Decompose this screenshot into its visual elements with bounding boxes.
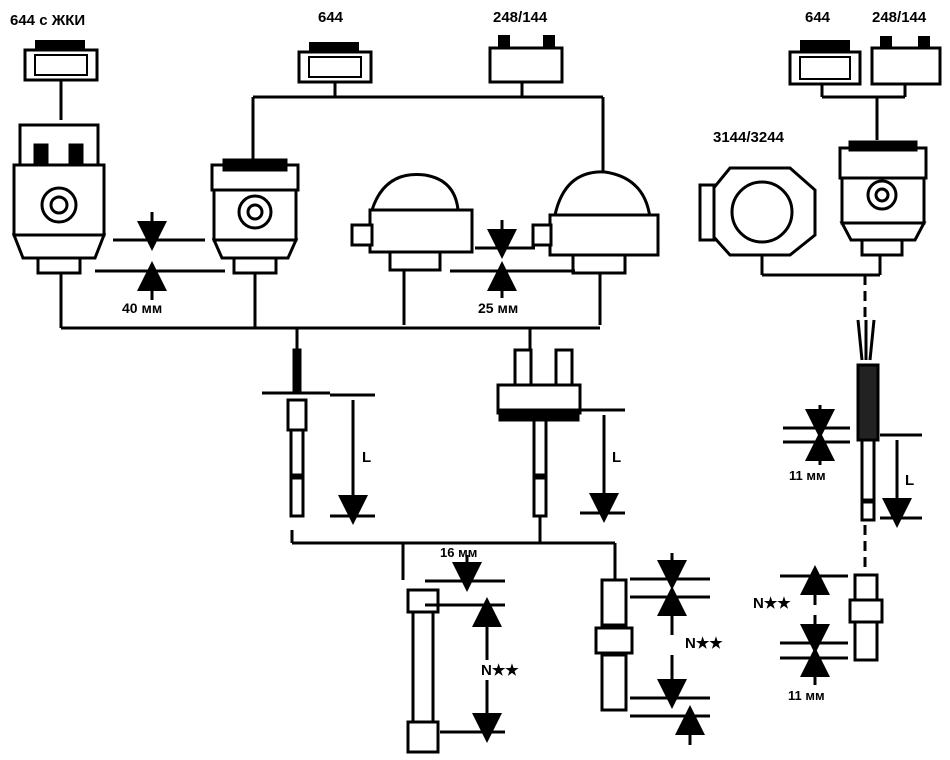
label-16mm: 16 мм — [440, 545, 477, 560]
sensor-probe-left — [262, 348, 330, 518]
dimension-11mm-top — [783, 405, 850, 465]
label-L-right: L — [905, 472, 914, 489]
housing-644 — [210, 158, 300, 275]
heads-bottom-bus — [59, 273, 600, 350]
transmitter-module-248-144 — [488, 35, 564, 97]
housing-3144-3244 — [698, 166, 817, 275]
label-25mm: 25 мм — [478, 300, 518, 316]
label-right-248-144: 248/144 — [872, 9, 927, 26]
dimension-25mm — [450, 220, 575, 298]
dimension-N-left — [440, 597, 505, 743]
label-right-644: 644 — [805, 9, 831, 26]
sensor-probe-right — [856, 319, 880, 570]
label-L-left: L — [362, 449, 371, 466]
dimension-40mm — [95, 212, 225, 300]
label-11mm-top: 11 мм — [789, 468, 826, 483]
right-housing-bus — [762, 255, 882, 320]
housing-right-644 — [838, 140, 928, 257]
right-module-248-144 — [870, 36, 942, 86]
sensor-probe-center — [496, 348, 582, 518]
dimension-N-center — [630, 553, 710, 745]
dimension-L-left — [330, 393, 375, 525]
label-644: 644 — [318, 9, 344, 26]
transmitter-module-644-lcd — [23, 40, 99, 120]
extension-left — [406, 588, 440, 754]
label-N-left: N★★ — [481, 662, 519, 679]
label-3144-3244: 3144/3244 — [713, 129, 785, 146]
connection-head-1 — [350, 172, 474, 325]
label-N-right: N★★ — [753, 595, 791, 612]
transmitter-module-644 — [297, 42, 373, 97]
label-644-lcd: 644 с ЖКИ — [10, 12, 85, 29]
label-L-center: L — [612, 449, 621, 466]
probes-bottom-bus — [290, 516, 617, 580]
label-40mm: 40 мм — [122, 300, 162, 316]
dimension-L-center — [580, 408, 625, 523]
connection-head-2 — [531, 170, 660, 325]
right-module-644 — [788, 40, 862, 86]
dimension-L-right — [880, 433, 922, 528]
label-248-144: 248/144 — [493, 9, 548, 26]
right-module-bus — [820, 84, 907, 140]
extension-right — [848, 573, 884, 662]
extension-center — [594, 578, 634, 712]
label-11mm-bottom: 11 мм — [788, 688, 825, 703]
label-N-center: N★★ — [685, 635, 723, 652]
dimension-N-right — [780, 565, 848, 685]
housing-lcd-large — [11, 123, 107, 275]
